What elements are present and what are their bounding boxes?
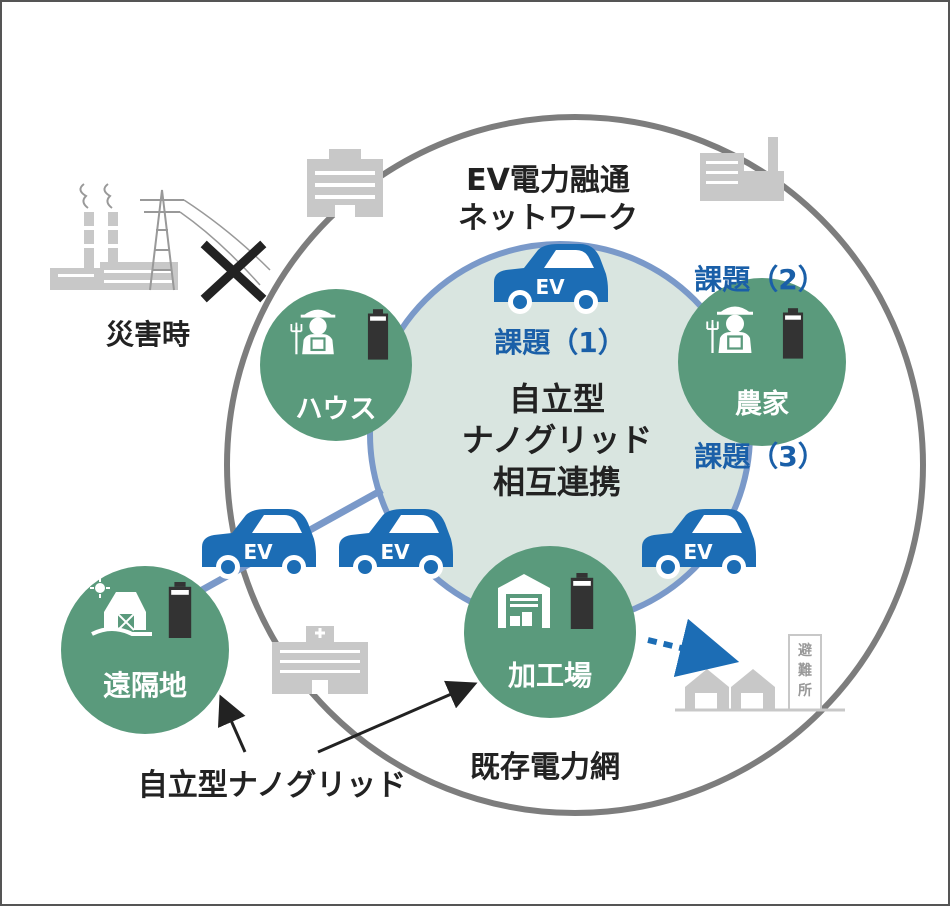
node-farmer-label: 農家 <box>735 388 789 420</box>
issue-2-label: 課題（2） <box>694 263 825 296</box>
node-factory: 加工場 <box>464 546 636 718</box>
ev-car-icon: EV <box>339 509 453 579</box>
battery-icon <box>367 309 389 360</box>
office-building-icon <box>307 149 383 217</box>
network-title-line1: EV電力融通 <box>466 163 630 198</box>
ev-car-icon: EV <box>202 509 316 579</box>
callout-arrow-factory <box>317 680 478 754</box>
center-title-line2: ナノグリッド <box>462 421 652 459</box>
existing-grid-ring <box>224 114 926 816</box>
node-remote-label: 遠隔地 <box>103 669 187 702</box>
ev-car-label: EV <box>380 540 410 564</box>
shelter-sign-char-2: 難 <box>798 662 812 679</box>
center-title-line3: 相互連携 <box>493 463 621 501</box>
node-house-label: ハウス <box>296 394 377 425</box>
node-remote: 遠隔地 <box>61 566 229 734</box>
battery-icon <box>570 573 594 629</box>
nanogrid-callout-label: 自立型ナノグリッド <box>138 768 407 803</box>
network-title-line2: ネットワーク <box>458 201 638 236</box>
node-factory-label: 加工場 <box>508 659 592 692</box>
hospital-icon <box>272 626 368 694</box>
warehouse-icon <box>498 574 550 628</box>
shelter-sign-char-3: 所 <box>798 682 812 699</box>
center-title-line1: 自立型 <box>509 380 605 418</box>
evacuation-arrow <box>647 618 740 678</box>
ev-car-label: EV <box>683 540 713 564</box>
battery-icon <box>782 308 804 359</box>
existing-grid-label: 既存電力網 <box>470 750 620 785</box>
ev-car-label: EV <box>243 540 273 564</box>
node-house: ハウス <box>260 289 412 441</box>
shelter-icon <box>675 634 845 712</box>
disconnect-x-icon <box>200 240 267 303</box>
ev-car-label: EV <box>535 275 565 299</box>
factory-icon <box>700 137 784 201</box>
callout-arrow-remote <box>217 694 247 753</box>
battery-icon <box>168 582 192 638</box>
shelter-sign-char-1: 避 <box>798 642 812 659</box>
issue-3-label: 課題（3） <box>694 440 825 473</box>
barn-icon <box>90 578 152 636</box>
ev-car-icon: EV <box>494 244 608 314</box>
ev-car-icon: EV <box>642 509 756 579</box>
disaster-label: 災害時 <box>106 318 190 351</box>
node-farmer: 農家 <box>678 278 846 446</box>
issue-1-label: 課題（1） <box>494 326 625 359</box>
power-plant-icon <box>50 183 271 291</box>
